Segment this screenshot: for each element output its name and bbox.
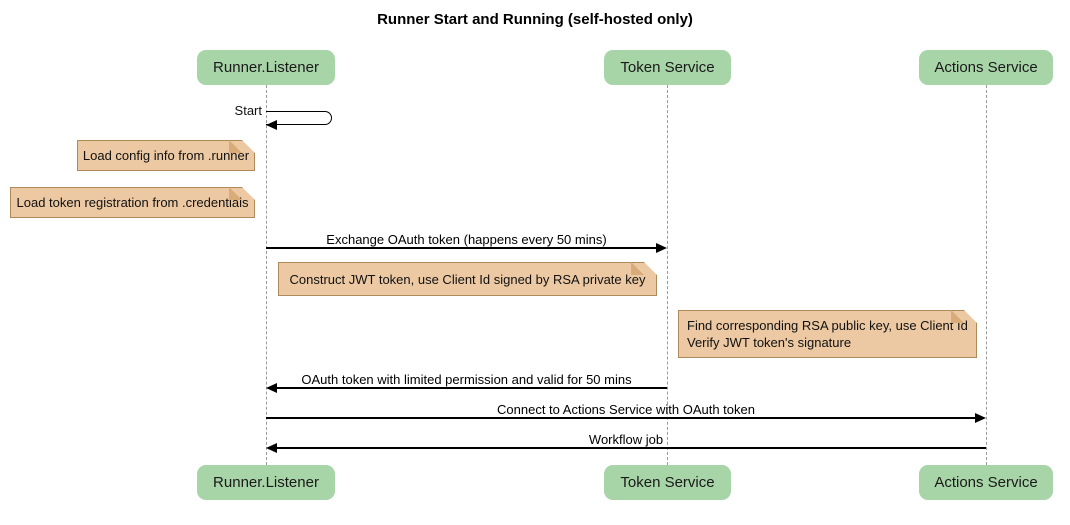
note-fold-cut xyxy=(644,262,657,275)
participant-label: Token Service xyxy=(620,59,715,76)
note-load-credentials: Load token registration from .credential… xyxy=(10,187,255,218)
note-fold-icon xyxy=(951,310,964,323)
note-text: Construct JWT token, use Client Id signe… xyxy=(289,271,646,287)
note-text: Find corresponding RSA public key, use C… xyxy=(687,317,968,351)
lifeline-actions-service xyxy=(986,85,987,465)
participant-token-service-bottom: Token Service xyxy=(604,465,731,500)
participant-actions-service-bottom: Actions Service xyxy=(919,465,1053,500)
message-workflow-label: Workflow job xyxy=(588,432,664,447)
message-workflow-line xyxy=(276,447,986,449)
note-construct-jwt: Construct JWT token, use Client Id signe… xyxy=(278,262,657,296)
note-text: Load token registration from .credential… xyxy=(16,195,249,210)
arrowhead-left-icon xyxy=(266,120,277,130)
participant-label: Runner.Listener xyxy=(213,474,319,491)
note-fold-cut xyxy=(964,310,977,323)
participant-label: Actions Service xyxy=(934,474,1038,491)
participant-label: Runner.Listener xyxy=(213,59,319,76)
note-fold-cut xyxy=(242,140,255,153)
message-oauth-return-label: OAuth token with limited permission and … xyxy=(301,372,632,387)
participant-token-service-top: Token Service xyxy=(604,50,731,85)
message-exchange-label: Exchange OAuth token (happens every 50 m… xyxy=(326,232,607,247)
arrowhead-right-icon xyxy=(656,243,667,253)
lifeline-token-service xyxy=(667,85,668,465)
participant-runner-listener-bottom: Runner.Listener xyxy=(197,465,335,500)
note-fold-icon xyxy=(229,187,242,200)
note-line-2: Verify JWT token's signature xyxy=(687,335,852,350)
arrowhead-left-icon xyxy=(266,443,277,453)
note-fold-cut xyxy=(242,187,255,200)
participant-actions-service-top: Actions Service xyxy=(919,50,1053,85)
participant-runner-listener-top: Runner.Listener xyxy=(197,50,335,85)
self-loop-line xyxy=(266,111,332,125)
lifeline-runner-listener xyxy=(266,85,267,465)
message-connect-label: Connect to Actions Service with OAuth to… xyxy=(497,402,755,417)
note-line-1: Find corresponding RSA public key, use C… xyxy=(687,318,968,333)
diagram-title: Runner Start and Running (self-hosted on… xyxy=(377,11,693,28)
note-load-config: Load config info from .runner xyxy=(77,140,255,171)
participant-label: Token Service xyxy=(620,474,715,491)
message-oauth-return-line xyxy=(276,387,667,389)
message-connect-line xyxy=(266,417,976,419)
note-text: Load config info from .runner xyxy=(82,148,250,163)
note-fold-icon xyxy=(229,140,242,153)
message-start-label: Start xyxy=(234,103,262,118)
arrowhead-right-icon xyxy=(975,413,986,423)
arrowhead-left-icon xyxy=(266,383,277,393)
note-fold-icon xyxy=(631,262,644,275)
note-find-rsa: Find corresponding RSA public key, use C… xyxy=(678,310,977,358)
participant-label: Actions Service xyxy=(934,59,1038,76)
message-exchange-line xyxy=(266,247,658,249)
